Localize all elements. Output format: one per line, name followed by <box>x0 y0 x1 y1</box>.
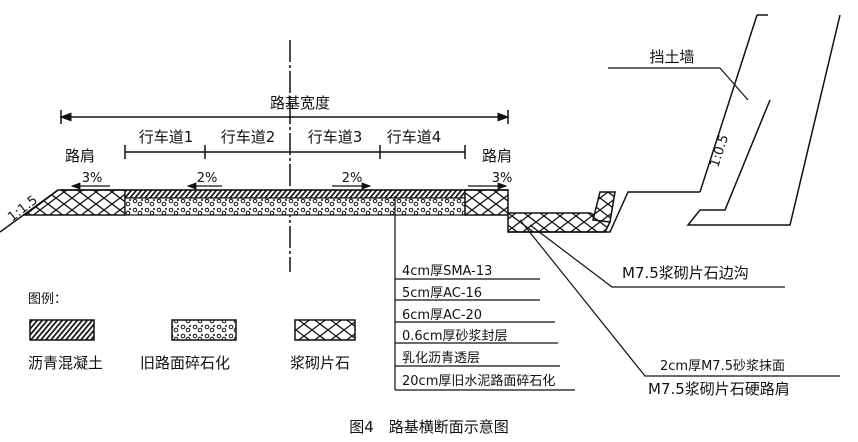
pavement-structure: 1:1.5 <box>0 189 509 233</box>
mortar-face-label: 2cm厚M7.5砂浆抹面 <box>660 359 785 374</box>
slope-label: 3% <box>492 171 513 186</box>
wall-slope-label: 1:0.5 <box>708 133 733 169</box>
legend-swatch-rubble <box>294 319 356 341</box>
crossfall-arrows: 3% 2% 2% 3% <box>70 171 513 190</box>
subgrade-width-dimension: 路基宽度 <box>59 94 510 124</box>
legend: 图例： 沥青混凝土 旧路面碎石化 浆砌片石 <box>28 292 356 372</box>
layer-callouts: 4cm厚SMA-13 5cm厚AC-16 6cm厚AC-20 0.6cm厚砂浆封… <box>394 196 575 391</box>
legend-title: 图例： <box>28 292 67 307</box>
layer-label: 4cm厚SMA-13 <box>402 264 492 279</box>
lane-4-label: 行车道4 <box>387 128 442 146</box>
slope-label: 3% <box>82 171 103 186</box>
lane-dimensions: 行车道1 行车道2 行车道3 行车道4 <box>124 128 466 159</box>
lane-2-label: 行车道2 <box>221 128 276 146</box>
layer-label: 6cm厚AC-20 <box>402 308 482 323</box>
right-shoulder-label: 路肩 <box>482 147 512 165</box>
side-ditch-label: M7.5浆砌片石边沟 <box>622 264 749 282</box>
retaining-wall: 挡土墙 1:0.5 <box>608 14 841 226</box>
layer-label: 0.6cm厚砂浆封层 <box>402 329 508 344</box>
legend-label: 浆砌片石 <box>290 354 350 372</box>
slope-label: 2% <box>342 171 363 186</box>
subgrade-width-label: 路基宽度 <box>270 94 330 112</box>
ditch-callouts: M7.5浆砌片石边沟 2cm厚M7.5砂浆抹面 M7.5浆砌片石硬路肩 <box>519 219 840 398</box>
legend-label: 沥青混凝土 <box>28 354 103 372</box>
lane-3-label: 行车道3 <box>308 128 363 146</box>
layer-label: 乳化沥青透层 <box>402 351 480 366</box>
figure-caption: 图4 路基横断面示意图 <box>349 418 509 436</box>
layer-label: 5cm厚AC-16 <box>402 286 482 301</box>
legend-label: 旧路面碎石化 <box>140 354 230 372</box>
legend-swatch-asphalt <box>29 319 95 341</box>
right-shoulder-rubble <box>464 189 509 216</box>
lane-1-label: 行车道1 <box>139 128 194 146</box>
rubblized-layer <box>124 197 466 216</box>
legend-swatch-rubblized <box>171 319 237 341</box>
side-ditch <box>507 191 700 233</box>
layer-label: 20cm厚旧水泥路面碎石化 <box>402 373 555 389</box>
slope-label: 2% <box>197 171 218 186</box>
asphalt-layer <box>124 189 466 199</box>
left-shoulder-label: 路肩 <box>65 147 95 165</box>
retaining-wall-label: 挡土墙 <box>649 48 694 66</box>
hard-shoulder-label: M7.5浆砌片石硬路肩 <box>648 380 790 398</box>
